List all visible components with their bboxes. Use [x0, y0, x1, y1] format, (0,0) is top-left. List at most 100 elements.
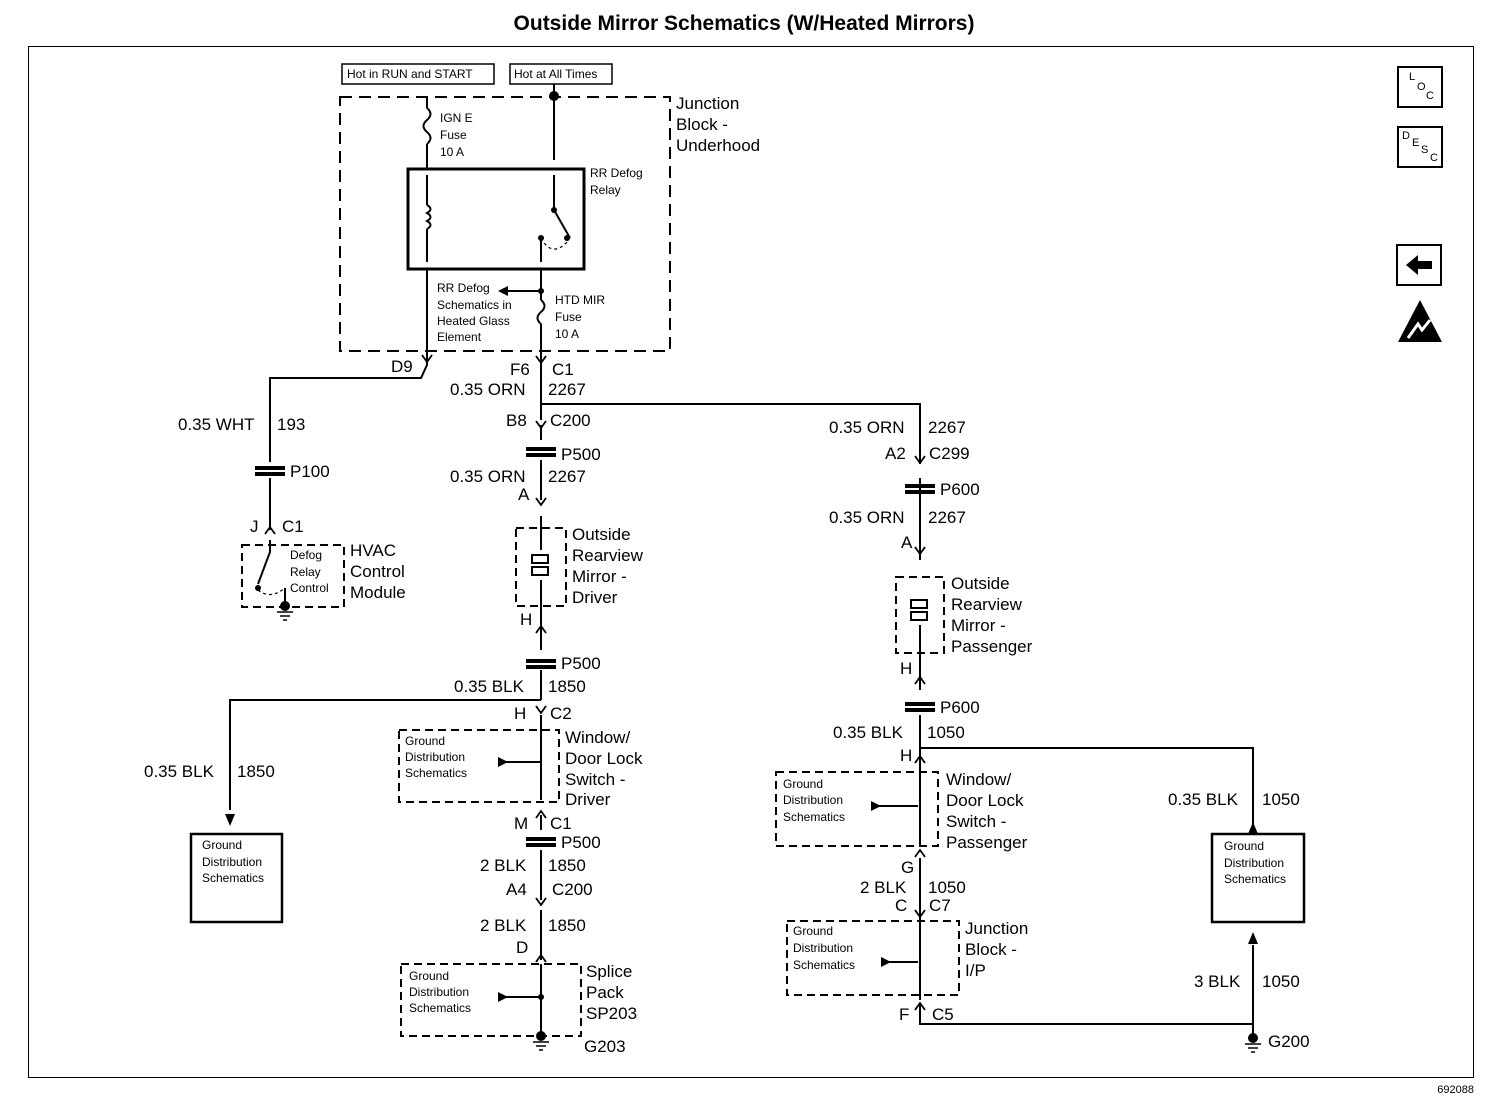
- svg-text:Switch -: Switch -: [565, 770, 625, 789]
- svg-text:Window/: Window/: [565, 728, 630, 747]
- ground-dist-left: [189, 832, 284, 924]
- svg-text:P600: P600: [940, 480, 980, 499]
- svg-text:Distribution: Distribution: [793, 941, 853, 955]
- svg-text:C1: C1: [550, 814, 572, 833]
- svg-text:A: A: [518, 485, 530, 504]
- svg-text:Distribution: Distribution: [409, 985, 469, 999]
- svg-text:Passenger: Passenger: [951, 637, 1033, 656]
- svg-text:Ground: Ground: [783, 777, 823, 791]
- svg-text:0.35 ORN: 0.35 ORN: [829, 418, 905, 437]
- relay-switch: [553, 209, 571, 239]
- svg-text:Schematics: Schematics: [202, 871, 264, 885]
- svg-text:C5: C5: [932, 1005, 954, 1024]
- svg-text:1850: 1850: [548, 916, 586, 935]
- svg-text:1050: 1050: [1262, 790, 1300, 809]
- svg-text:Window/: Window/: [946, 770, 1011, 789]
- svg-text:Schematics: Schematics: [1224, 872, 1286, 886]
- svg-text:J: J: [250, 517, 259, 536]
- svg-text:A: A: [901, 533, 913, 552]
- svg-text:1050: 1050: [927, 723, 965, 742]
- svg-text:Heated Glass: Heated Glass: [437, 314, 510, 328]
- svg-text:Ground: Ground: [793, 924, 833, 938]
- svg-text:Relay: Relay: [590, 183, 621, 197]
- svg-text:P500: P500: [561, 654, 601, 673]
- svg-text:0.35 BLK: 0.35 BLK: [454, 677, 525, 696]
- svg-text:2267: 2267: [548, 467, 586, 486]
- svg-text:M: M: [514, 814, 528, 833]
- svg-text:H: H: [900, 746, 912, 765]
- svg-text:Module: Module: [350, 583, 406, 602]
- svg-text:Switch -: Switch -: [946, 812, 1006, 831]
- svg-text:A2: A2: [885, 444, 906, 463]
- svg-text:C200: C200: [550, 411, 591, 430]
- junction-block-underhood: [339, 96, 671, 352]
- svg-text:RR Defog: RR Defog: [590, 166, 643, 180]
- svg-text:P600: P600: [940, 698, 980, 717]
- svg-text:10 A: 10 A: [555, 327, 579, 341]
- svg-text:Passenger: Passenger: [946, 833, 1028, 852]
- svg-text:Junction: Junction: [965, 919, 1028, 938]
- svg-text:C200: C200: [552, 880, 593, 899]
- svg-text:C: C: [895, 896, 907, 915]
- svg-text:Schematics in: Schematics in: [437, 298, 512, 312]
- svg-text:Schematics: Schematics: [405, 766, 467, 780]
- svg-text:P100: P100: [290, 462, 330, 481]
- svg-text:2 BLK: 2 BLK: [860, 878, 907, 897]
- svg-text:Door Lock: Door Lock: [565, 749, 643, 768]
- svg-text:Ground: Ground: [405, 734, 445, 748]
- svg-text:Schematics: Schematics: [409, 1001, 471, 1015]
- hot-all-times-box: [509, 63, 613, 85]
- svg-text:Rearview: Rearview: [951, 595, 1023, 614]
- svg-text:I/P: I/P: [965, 961, 986, 980]
- svg-text:G203: G203: [584, 1037, 626, 1056]
- desc-icon[interactable]: D E S C: [1397, 126, 1443, 168]
- svg-text:Block -: Block -: [965, 940, 1017, 959]
- svg-text:1050: 1050: [928, 878, 966, 897]
- svg-text:2 BLK: 2 BLK: [480, 856, 527, 875]
- figure-number: 692088: [1437, 1084, 1474, 1096]
- svg-text:C7: C7: [929, 896, 951, 915]
- hvac-control-module: [241, 544, 345, 608]
- svg-text:Distribution: Distribution: [405, 750, 465, 764]
- svg-text:Relay: Relay: [290, 565, 321, 579]
- svg-text:Distribution: Distribution: [1224, 856, 1284, 870]
- svg-text:Ground: Ground: [202, 838, 242, 852]
- svg-text:G: G: [901, 858, 914, 877]
- svg-text:0.35 BLK: 0.35 BLK: [144, 762, 215, 781]
- svg-text:IGN E: IGN E: [440, 111, 473, 125]
- htd-mir-fuse: [536, 299, 546, 325]
- svg-text:Outside: Outside: [572, 525, 631, 544]
- switch-driver: [398, 729, 560, 803]
- svg-text:D9: D9: [391, 357, 413, 376]
- relay-coil: [424, 204, 432, 230]
- svg-text:1050: 1050: [1262, 972, 1300, 991]
- svg-text:Element: Element: [437, 330, 482, 344]
- svg-text:C2: C2: [550, 704, 572, 723]
- svg-text:2267: 2267: [928, 508, 966, 527]
- svg-text:2 BLK: 2 BLK: [480, 916, 527, 935]
- svg-text:C299: C299: [929, 444, 970, 463]
- svg-text:Control: Control: [350, 562, 405, 581]
- svg-text:0.35 ORN: 0.35 ORN: [450, 467, 526, 486]
- svg-text:2267: 2267: [548, 380, 586, 399]
- diagram-frame: [28, 46, 1474, 1078]
- svg-text:F6: F6: [510, 360, 530, 379]
- svg-text:Fuse: Fuse: [440, 128, 467, 142]
- svg-text:Fuse: Fuse: [555, 310, 582, 324]
- svg-text:Mirror -: Mirror -: [572, 567, 627, 586]
- loc-icon[interactable]: L O C: [1397, 66, 1443, 108]
- esd-warning-icon: [1398, 300, 1442, 342]
- rr-defog-relay-box: [406, 167, 586, 271]
- junction-block-ip: [786, 920, 960, 996]
- svg-text:Driver: Driver: [565, 790, 611, 809]
- svg-text:Schematics: Schematics: [793, 958, 855, 972]
- page-title: Outside Mirror Schematics (W/Heated Mirr…: [513, 12, 975, 35]
- svg-text:H: H: [520, 610, 532, 629]
- svg-text:0.35 ORN: 0.35 ORN: [450, 380, 526, 399]
- svg-text:SP203: SP203: [586, 1004, 637, 1023]
- hot-all-times-label: Hot at All Times: [514, 67, 597, 81]
- svg-text:Door Lock: Door Lock: [946, 791, 1024, 810]
- svg-text:F: F: [899, 1005, 909, 1024]
- svg-text:Pack: Pack: [586, 983, 624, 1002]
- back-arrow-icon[interactable]: [1396, 244, 1442, 286]
